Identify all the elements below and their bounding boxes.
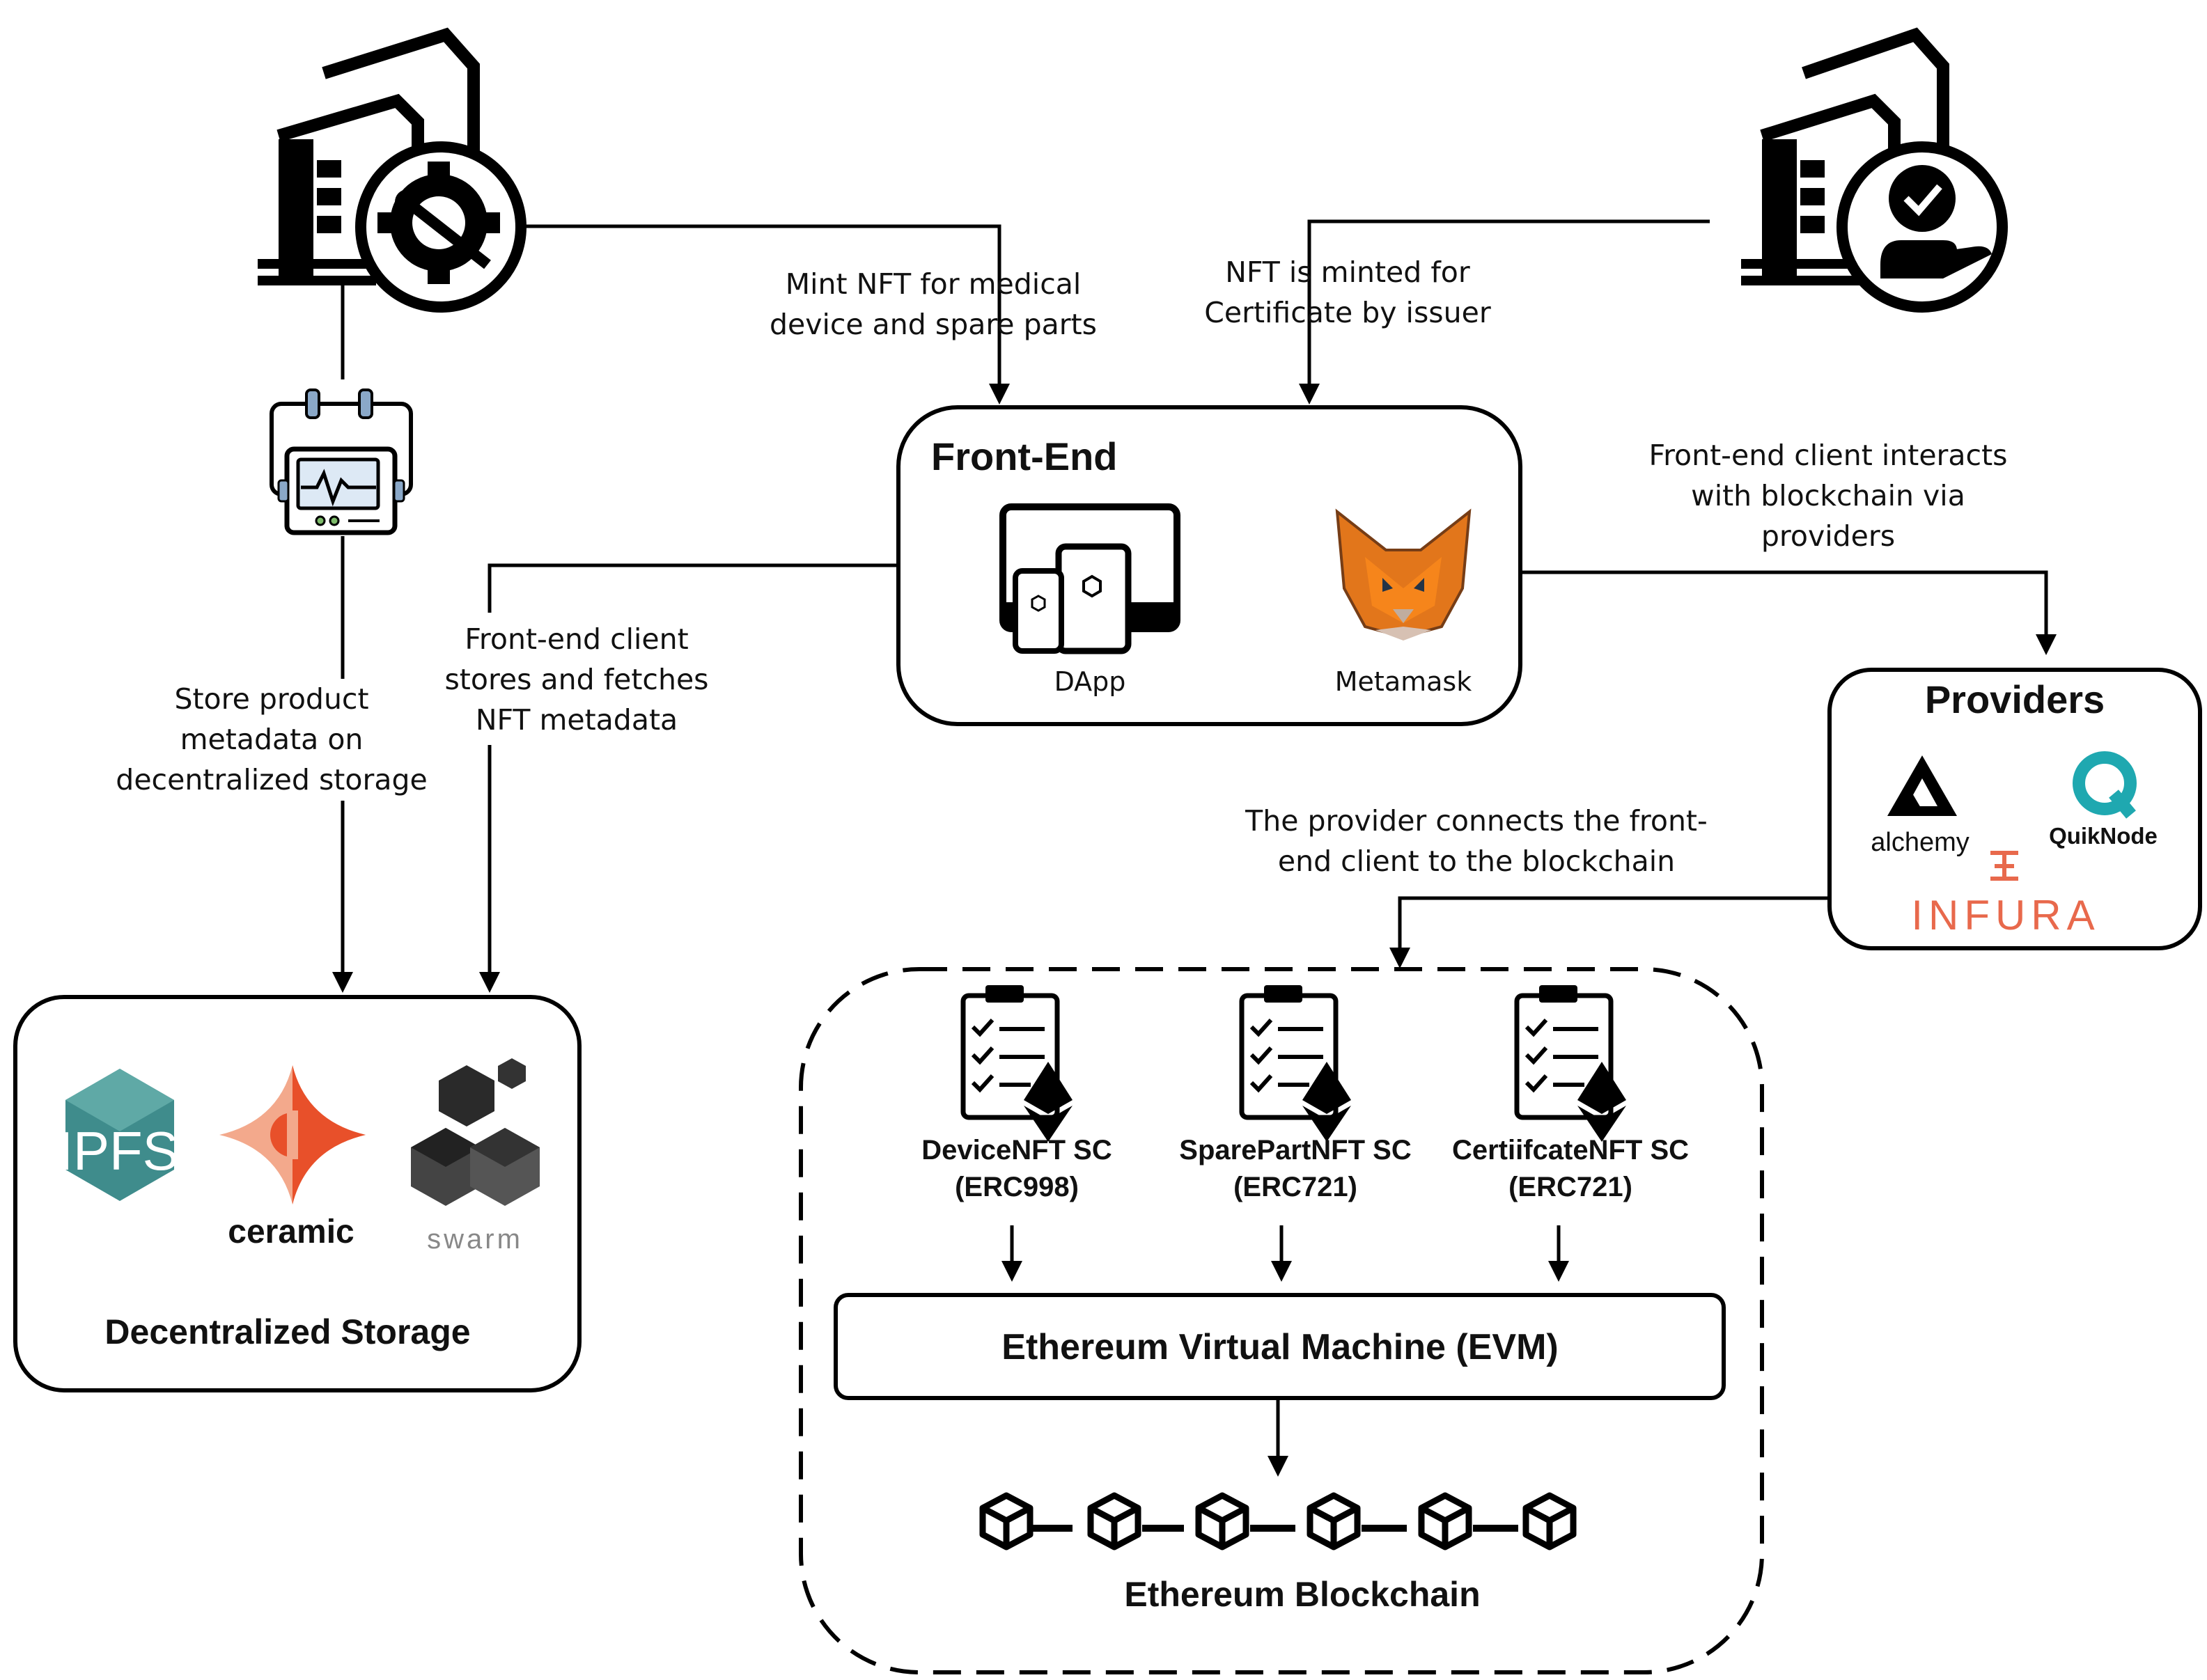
quiknode-label: QuikNode xyxy=(2049,823,2158,849)
ipfs-label: IPFS xyxy=(58,1120,178,1182)
evm-title: Ethereum Virtual Machine (EVM) xyxy=(1001,1327,1558,1367)
providers-title: Providers xyxy=(1925,677,2105,721)
label-frontend-interacts-line3: providers xyxy=(1761,519,1895,553)
storage-box: IPFS ceramic swarm Decentralized Storage xyxy=(13,995,582,1392)
label-nft-minted-line2: Certificate by issuer xyxy=(1204,296,1491,329)
label-provider-connects: The provider connects the front- end cli… xyxy=(1245,804,1708,878)
swarm-label: swarm xyxy=(427,1224,523,1255)
providers-box: Providers alchemy QuikNode INFURA xyxy=(1827,668,2202,950)
label-mint-nft-line1: Mint NFT for medical xyxy=(786,267,1082,301)
contract-device-name: DeviceNFT SC xyxy=(921,1135,1112,1165)
storage-title: Decentralized Storage xyxy=(104,1312,470,1351)
contract-sparepart-standard: (ERC721) xyxy=(1233,1172,1357,1202)
contract-sparepart-clipboard-icon xyxy=(1239,985,1351,1142)
contract-device-clipboard-icon xyxy=(960,985,1073,1142)
label-frontend-stores-line1: Front-end client xyxy=(465,622,688,656)
label-frontend-interacts: Front-end client interacts with blockcha… xyxy=(1648,439,2007,553)
label-frontend-interacts-line2: with blockchain via xyxy=(1691,479,1965,512)
manufacturer-building-icon xyxy=(258,27,527,313)
contract-certificate-standard: (ERC721) xyxy=(1508,1172,1632,1202)
ethereum-container xyxy=(799,967,1764,1674)
label-store-metadata-line3: decentralized storage xyxy=(116,763,427,796)
contract-certificate-name: CertiifcateNFT SC xyxy=(1452,1135,1689,1165)
evm-box: Ethereum Virtual Machine (EVM) xyxy=(834,1293,1726,1400)
label-provider-connects-line1: The provider connects the front- xyxy=(1245,804,1708,838)
certificate-issuer-building-icon xyxy=(1741,27,2008,313)
blockchain-chain-icon xyxy=(983,1495,1573,1547)
infura-label: INFURA xyxy=(1911,892,2100,939)
dapp-devices-icon xyxy=(999,503,1180,654)
contract-certificate-clipboard-icon xyxy=(1514,985,1626,1142)
label-frontend-stores: Front-end client stores and fetches NFT … xyxy=(444,622,708,737)
medical-device-icon xyxy=(270,388,413,535)
label-mint-nft: Mint NFT for medical device and spare pa… xyxy=(770,267,1097,341)
label-frontend-interacts-line1: Front-end client interacts xyxy=(1648,439,2007,472)
metamask-label: Metamask xyxy=(1335,666,1472,697)
label-store-metadata-line2: metadata on xyxy=(180,723,364,756)
contract-sparepart: SparePartNFT SC (ERC721) xyxy=(1179,985,1412,1202)
dapp-label: DApp xyxy=(1054,666,1126,697)
ipfs-logo-icon: IPFS xyxy=(58,1069,179,1201)
infura-logo-icon xyxy=(1990,851,2018,881)
ceramic-label: ceramic xyxy=(228,1214,354,1250)
alchemy-label: alchemy xyxy=(1871,828,1970,857)
label-provider-connects-line2: end client to the blockchain xyxy=(1278,845,1675,878)
frontend-box: Front-End DApp Metamask xyxy=(896,405,1522,726)
alchemy-logo-icon xyxy=(1887,755,1957,816)
frontend-title: Front-End xyxy=(931,434,1117,478)
metamask-fox-icon xyxy=(1335,508,1472,641)
contract-device-standard: (ERC998) xyxy=(955,1172,1079,1202)
label-nft-minted: NFT is minted for Certificate by issuer xyxy=(1204,256,1491,329)
contract-device: DeviceNFT SC (ERC998) xyxy=(921,985,1112,1202)
label-nft-minted-line1: NFT is minted for xyxy=(1225,256,1470,289)
contract-sparepart-name: SparePartNFT SC xyxy=(1179,1135,1411,1165)
blockchain-title: Ethereum Blockchain xyxy=(1124,1575,1480,1614)
label-mint-nft-line2: device and spare parts xyxy=(770,308,1097,341)
label-frontend-stores-line3: NFT metadata xyxy=(476,703,678,737)
label-store-metadata: Store product metadata on decentralized … xyxy=(116,682,427,796)
label-store-metadata-line1: Store product xyxy=(174,682,368,716)
ceramic-logo-icon xyxy=(219,1065,366,1204)
quiknode-logo-icon xyxy=(2073,751,2137,819)
label-frontend-stores-line2: stores and fetches xyxy=(444,663,708,696)
contract-certificate: CertiifcateNFT SC (ERC721) xyxy=(1452,985,1689,1202)
swarm-logo-icon xyxy=(411,1058,540,1206)
